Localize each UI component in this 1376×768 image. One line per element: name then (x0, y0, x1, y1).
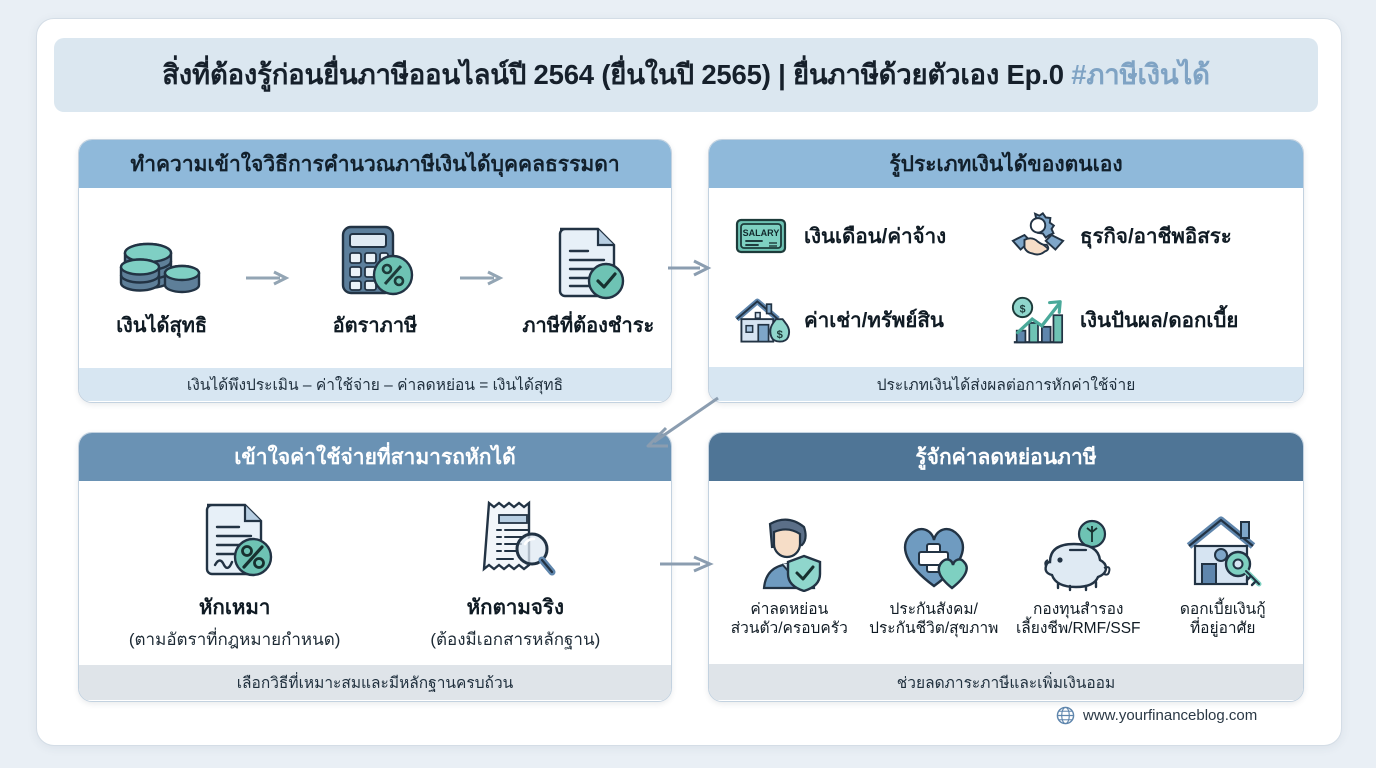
income-item-dividend: $ เงินปันผล/ดอกเบี้ย (1009, 279, 1285, 364)
svg-text:SALARY: SALARY (743, 228, 780, 238)
flow-step-tax-payable-label: ภาษีที่ต้องชำระ (522, 315, 655, 337)
income-item-business-label: ธุรกิจ/อาชีพอิสระ (1080, 224, 1232, 248)
house-key-icon (1155, 506, 1290, 592)
card-expenses: เข้าใจค่าใช้จ่ายที่สามารถหักได้ (78, 432, 672, 702)
card-calculation-footer: เงินได้พึงประเมิน – ค่าใช้จ่าย – ค่าลดหย… (79, 368, 671, 401)
card-calculation-body: เงินได้สุทธิ (79, 188, 671, 368)
piggy-bank-icon (1011, 506, 1146, 592)
deduction-item-fund-label: กองทุนสำรอง เลี้ยงชีพ/RMF/SSF (1015, 601, 1141, 637)
handshake-gear-icon (1009, 207, 1067, 265)
income-item-rent-label: ค่าเช่า/ทรัพย์สิน (804, 309, 944, 333)
card-expenses-body: หักเหมา (ตามอัตราที่กฎหมายกำหนด) (79, 481, 671, 665)
growth-chart-coin-icon: $ (1009, 292, 1067, 350)
card-calculation-header: ทำความเข้าใจวิธีการคำนวณภาษีเงินได้บุคคล… (79, 140, 671, 188)
flow-arrow-2-icon (459, 270, 503, 286)
income-item-dividend-label: เงินปันผล/ดอกเบี้ย (1080, 309, 1239, 333)
flow-step-net-income-label: เงินได้สุทธิ (116, 315, 208, 337)
person-shield-icon (722, 506, 857, 593)
page-title-hashtag: #ภาษีเงินได้ (1071, 59, 1210, 90)
flow-arrow-1-icon (246, 270, 290, 286)
deduction-item-insurance-label: ประกันสังคม/ ประกันชีวิต/สุขภาพ (869, 601, 999, 637)
card-income-types-header: รู้ประเภทเงินได้ของตนเอง (709, 140, 1303, 188)
card-expenses-footer: เลือกวิธีที่เหมาะสมและมีหลักฐานครบถ้วน (79, 665, 671, 700)
deduction-item-personal-label: ค่าลดหย่อน ส่วนตัว/ครอบครัว (730, 601, 848, 637)
card-deductions-body: ค่าลดหย่อน ส่วนตัว/ครอบครัว ประกันสังคม/… (709, 481, 1303, 664)
page-title-bar: สิ่งที่ต้องรู้ก่อนยื่นภาษีออนไลน์ปี 2564… (54, 38, 1318, 112)
document-percent-icon (110, 493, 360, 581)
expenses-methods: หักเหมา (ตามอัตราที่กฎหมายกำหนด) (79, 481, 671, 665)
page-title: สิ่งที่ต้องรู้ก่อนยื่นภาษีออนไลน์ปี 2564… (162, 53, 1210, 97)
card-deductions: รู้จักค่าลดหย่อนภาษี ค่าลดหย่อน ส่วนตัว/… (708, 432, 1304, 702)
site-url: www.yourfinanceblog.com (1083, 707, 1258, 724)
deductions-grid: ค่าลดหย่อน ส่วนตัว/ครอบครัว ประกันสังคม/… (709, 481, 1303, 664)
page-title-main: สิ่งที่ต้องรู้ก่อนยื่นภาษีออนไลน์ปี 2564… (162, 59, 1072, 90)
card-deductions-footer: ช่วยลดภาระภาษีและเพิ่มเงินออม (709, 664, 1303, 700)
house-moneybag-icon: $ (733, 292, 791, 350)
expense-method-standard: หักเหมา (ตามอัตราที่กฎหมายกำหนด) (110, 493, 360, 653)
flow-step-tax-rate: อัตราภาษี (300, 215, 450, 341)
arrow-calc-to-income-icon (668, 259, 712, 277)
flow-step-net-income: เงินได้สุทธิ (87, 215, 237, 341)
deduction-item-mortgage-label: ดอกเบี้ยเงินกู้ ที่อยู่อาศัย (1179, 601, 1266, 637)
card-calculation: ทำความเข้าใจวิธีการคำนวณภาษีเงินได้บุคคล… (78, 139, 672, 403)
income-item-business: ธุรกิจ/อาชีพอิสระ (1009, 194, 1285, 279)
globe-icon (1056, 706, 1075, 725)
flow-step-tax-rate-label: อัตราภาษี (332, 315, 418, 337)
deduction-item-insurance: ประกันสังคม/ ประกันชีวิต/สุขภาพ (866, 506, 1001, 639)
expense-method-actual-subtitle: (ต้องมีเอกสารหลักฐาน) (430, 630, 601, 649)
expense-method-standard-subtitle: (ตามอัตราที่กฎหมายกำหนด) (128, 630, 341, 649)
card-income-types-footer: ประเภทเงินได้ส่งผลต่อการหักค่าใช้จ่าย (709, 367, 1303, 401)
arrow-expenses-to-deductions-icon (660, 555, 714, 573)
card-income-types: รู้ประเภทเงินได้ของตนเอง SALARY (708, 139, 1304, 403)
arrow-income-to-expenses-icon (646, 396, 719, 448)
income-types-grid: SALARY เงินเดือน/ค่าจ้าง (709, 188, 1303, 367)
card-deductions-header: รู้จักค่าลดหย่อนภาษี (709, 433, 1303, 481)
coin-stack-icon (87, 215, 237, 301)
calculation-flow: เงินได้สุทธิ (79, 188, 671, 368)
salary-ticket-icon: SALARY (733, 207, 791, 265)
deduction-item-personal: ค่าลดหย่อน ส่วนตัว/ครอบครัว (722, 506, 857, 639)
svg-text:$: $ (777, 329, 784, 341)
income-item-rent: $ ค่าเช่า/ทรัพย์สิน (733, 279, 1009, 364)
deduction-item-fund: กองทุนสำรอง เลี้ยงชีพ/RMF/SSF (1011, 506, 1146, 639)
deduction-item-mortgage: ดอกเบี้ยเงินกู้ ที่อยู่อาศัย (1155, 506, 1290, 639)
expense-method-standard-title: หักเหมา (198, 596, 271, 619)
site-footer: www.yourfinanceblog.com (1056, 706, 1257, 725)
flow-step-tax-payable: ภาษีที่ต้องชำระ (513, 215, 663, 341)
card-income-types-body: SALARY เงินเดือน/ค่าจ้าง (709, 188, 1303, 367)
income-item-salary: SALARY เงินเดือน/ค่าจ้าง (733, 194, 1009, 279)
expense-method-actual-title: หักตามจริง (466, 596, 564, 619)
card-expenses-header: เข้าใจค่าใช้จ่ายที่สามารถหักได้ (79, 433, 671, 481)
receipt-magnifier-icon (390, 493, 640, 581)
income-item-salary-label: เงินเดือน/ค่าจ้าง (804, 224, 947, 248)
svg-text:$: $ (1020, 303, 1026, 315)
expense-method-actual: หักตามจริง (ต้องมีเอกสารหลักฐาน) (390, 493, 640, 653)
heart-cross-icon (866, 506, 1001, 592)
calculator-percent-icon (300, 215, 450, 301)
document-check-icon (513, 215, 663, 301)
